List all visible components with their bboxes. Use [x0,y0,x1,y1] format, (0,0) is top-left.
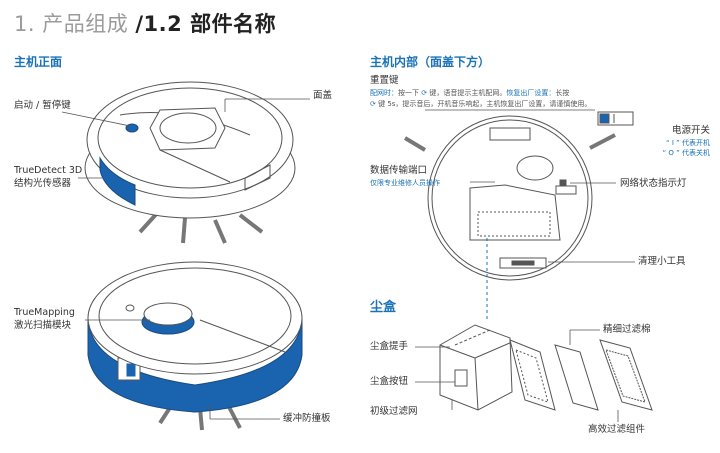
label-fine-filter: 精细过滤棉 [603,324,651,335]
label-bin-button: 尘盒按钮 [370,376,409,387]
label-bin-handle: 尘盒提手 [370,341,409,352]
label-network-light: 网络状态指示灯 [620,178,687,189]
label-truedetect-2: 结构光传感器 [14,178,72,189]
power-cycle-icon: ⟳ [421,89,428,97]
dustbin-heading: 尘盒 [370,300,397,315]
label-hepa-filter: 高效过滤组件 [588,424,646,435]
power-switch-inset [597,111,634,126]
label-reset-key: 重置键 [370,75,399,86]
title-prefix: 1. 产品组成 [14,12,136,36]
label-power-switch: 电源开关 [671,125,710,136]
label-primary-filter: 初级过滤网 [370,406,418,417]
label-start-pause: 启动 / 暂停键 [14,100,71,111]
title-main: /1.2 部件名称 [135,12,277,36]
label-bumper: 缓冲防撞板 [283,413,331,424]
robot-inside-illustration [403,115,616,281]
reset-note-line2: ⟳ 键 5s，提示音后，开机音乐响起，主机恢复出厂设置，请谨慎使用。 [370,100,592,108]
label-data-port: 数据传输端口 [370,165,428,176]
power-off-hint: “ O ” 代表关机 [662,149,710,157]
power-on-hint: “ I ” 代表开机 [666,139,710,147]
dustbin-illustration [439,324,653,411]
label-truemapping-2: 激光扫描模块 [14,320,72,331]
reset-note-line1: 配网时：按一下 ⟳ 键，语音提示主机配网。恢复出厂设置：长按 [370,89,570,97]
label-truemapping-1: TrueMapping [14,307,75,318]
robot-bumper-illustration [87,261,303,431]
inside-heading: 主机内部（面盖下方） [370,55,491,69]
front-heading: 主机正面 [14,55,63,69]
label-cleaning-tool: 清理小工具 [638,256,686,267]
robot-front-illustration [84,81,296,244]
data-port-hint: 仅限专业维修人员操作 [370,179,440,187]
label-top-cover: 面盖 [313,90,333,101]
label-truedetect-1: TrueDetect 3D [14,165,83,176]
power-cycle-icon-2: ⟳ [370,100,376,108]
page-title: 1. 产品组成 /1.2 部件名称 [14,8,276,38]
